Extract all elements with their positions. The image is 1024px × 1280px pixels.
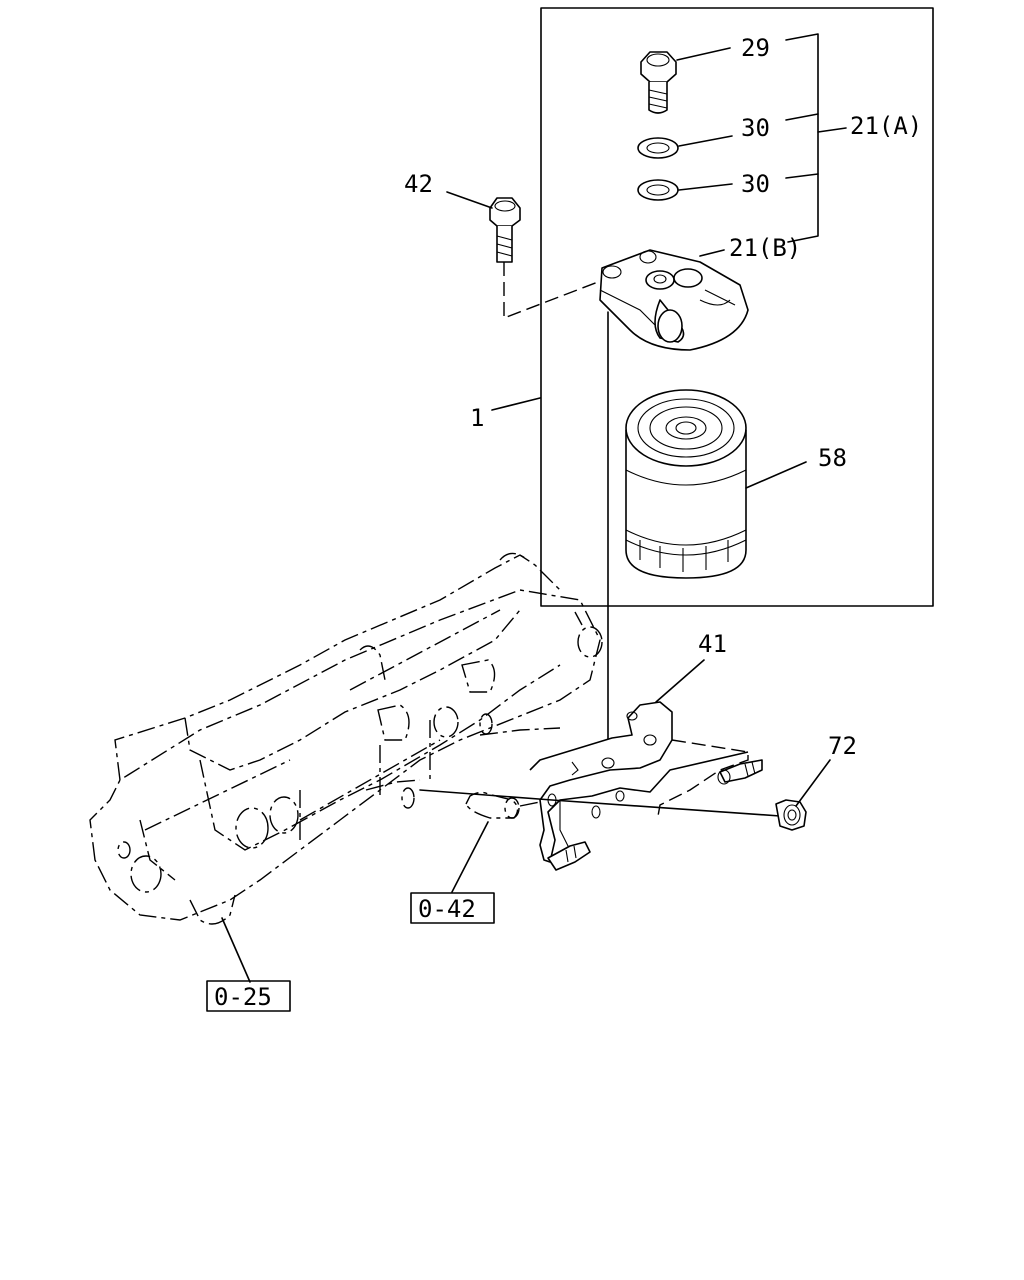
bracket-41: [529, 701, 763, 871]
nut-72-guide: [419, 789, 781, 817]
callout-72: 72: [828, 732, 857, 760]
callout-42: 42: [404, 170, 433, 198]
nut-72: [775, 799, 807, 831]
reference-label-0-25: 0-25: [214, 983, 272, 1011]
washer-30-upper: [637, 137, 679, 159]
engine-block: [89, 552, 603, 925]
callout-58: 58: [818, 444, 847, 472]
callout-21b: 21(B): [729, 234, 801, 262]
filter-head-21b: [599, 249, 749, 351]
callout-30-lower: 30: [741, 170, 770, 198]
callout-1: 1: [470, 404, 484, 432]
filter-assembly-box: [540, 7, 934, 607]
reference-box-0-42[interactable]: 0-42: [410, 892, 495, 924]
bolt-42-guide: [503, 262, 599, 320]
callout-30-upper: 30: [741, 114, 770, 142]
reference-box-0-25[interactable]: 0-25: [206, 980, 291, 1012]
callout-21a: 21(A): [850, 112, 922, 140]
washer-30-lower: [637, 179, 679, 201]
reference-label-0-42: 0-42: [418, 895, 476, 923]
bolt-29: [640, 51, 677, 114]
callout-41: 41: [698, 630, 727, 658]
oil-filter-58: [625, 389, 747, 579]
bolt-42: [489, 197, 521, 263]
leader-lines: [221, 33, 847, 983]
callout-29: 29: [741, 34, 770, 62]
